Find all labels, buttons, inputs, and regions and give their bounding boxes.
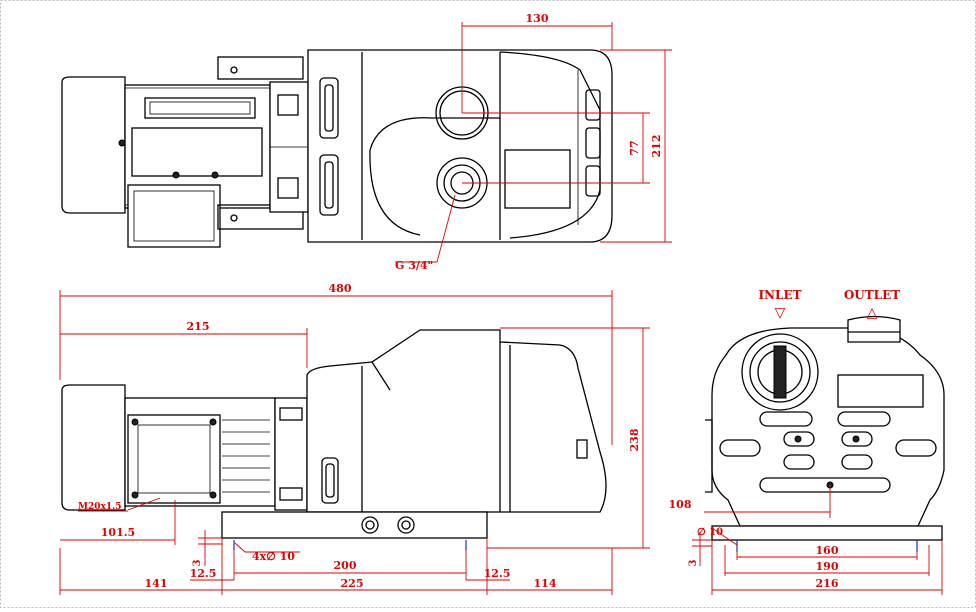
base-plate: [221, 511, 488, 539]
dim-200: 200: [334, 559, 357, 572]
dim-212: 212: [650, 135, 663, 158]
dim-141: 141: [145, 577, 168, 590]
dim-160: 160: [816, 544, 839, 557]
side-view-dimensions: 480 215 238 101.5 M20x1.5 3 4x∅ 10 12.5 …: [59, 282, 650, 595]
side-view: [61, 329, 607, 550]
thread-label: G 3/4": [395, 259, 433, 272]
dim-216: 216: [816, 577, 839, 590]
top-view-dimensions: 130 77 212 G 3/4": [395, 12, 672, 272]
inlet-label: INLET: [758, 288, 801, 302]
dim-190: 190: [816, 560, 839, 573]
dim-238: 238: [628, 428, 641, 451]
dim-3-end: 3: [688, 559, 699, 566]
dim-3-side: 3: [192, 559, 203, 566]
hole-diameter-label: ∅ 10: [697, 527, 723, 538]
side-terminal-box: [127, 414, 221, 504]
outlet-neck: [847, 315, 901, 343]
dim-114: 114: [534, 577, 557, 590]
pump-housing: [307, 49, 613, 243]
dim-12-5-right: 12.5: [484, 567, 511, 580]
dim-12-5-left: 12.5: [190, 567, 217, 580]
dim-77: 77: [628, 140, 641, 155]
top-view: [61, 49, 613, 248]
dim-130: 130: [526, 12, 549, 25]
motor-fan-cover: [61, 76, 126, 214]
side-pump-housing: [306, 329, 607, 513]
side-motor-fan-cover: [61, 384, 126, 511]
inlet-arrow-icon: ▽: [775, 305, 786, 321]
terminal-box: [127, 184, 221, 248]
end-view-dimensions: INLET ▽ OUTLET △ 108 ∅ 10 3 160 190 216: [669, 288, 943, 595]
end-base-plate: [711, 525, 943, 541]
end-view: [705, 315, 945, 552]
outlet-arrow-icon: △: [867, 305, 878, 321]
outlet-label: OUTLET: [844, 288, 900, 302]
dim-480: 480: [329, 282, 352, 295]
cable-gland-label: M20x1.5: [78, 502, 122, 512]
dim-225: 225: [341, 577, 364, 590]
dim-108: 108: [669, 498, 692, 511]
dim-215: 215: [187, 320, 210, 333]
mounting-holes-label: 4x∅ 10: [252, 550, 295, 563]
dim-101-5: 101.5: [101, 526, 135, 539]
